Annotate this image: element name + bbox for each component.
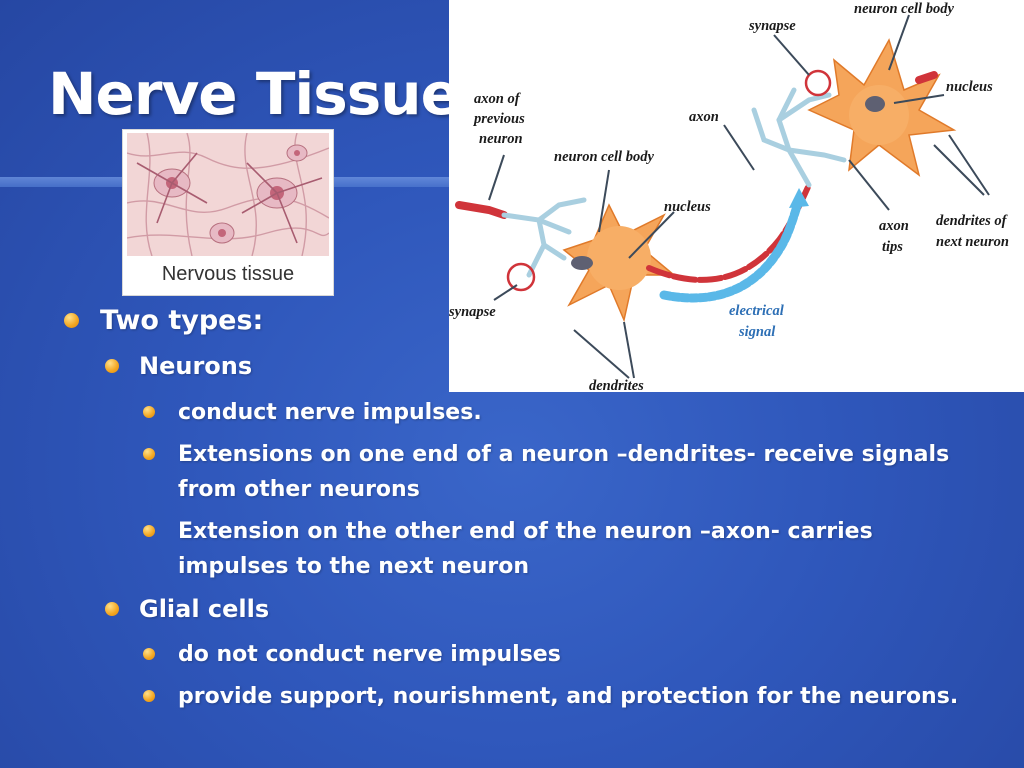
slide-title: Nerve Tissue (48, 60, 460, 128)
label-dendrites: dendrites (589, 378, 644, 392)
bullet-dot (143, 525, 155, 537)
bullet-dot (143, 690, 155, 702)
previous-axon-end (455, 201, 508, 219)
label-electrical-1: electrical (729, 303, 784, 319)
bullet-two-types: Two types: (100, 305, 264, 336)
bullet-dot (143, 406, 155, 418)
bullet-neurons: Neurons (139, 352, 253, 380)
nervous-tissue-image: Nervous tissue (123, 130, 333, 295)
previous-axon-tips (501, 197, 587, 278)
label-nucleus-mid: nucleus (664, 199, 711, 215)
label-axon-previous-3: neuron (479, 131, 523, 147)
next-axon-start (915, 71, 938, 84)
label-axon: axon (689, 109, 719, 125)
bullet-glial-point-2: provide support, nourishment, and protec… (178, 684, 959, 709)
synapse-circle-left (506, 262, 536, 292)
bullet-neuron-point-3: Extension on the other end of the neuron… (178, 519, 873, 579)
label-synapse-left: synapse (449, 304, 496, 320)
bullet-neuron-point-2: Extensions on one end of a neuron –dendr… (178, 442, 950, 502)
synapse-circle-top (804, 69, 832, 97)
bullet-dot (105, 359, 119, 373)
axon-tips (751, 87, 847, 188)
bullet-glial-cells: Glial cells (139, 595, 270, 623)
bullet-dot (64, 313, 79, 328)
bullet-dot (143, 648, 155, 660)
label-axon-previous-2: previous (472, 111, 525, 127)
label-axon-previous-1: axon of (474, 91, 522, 107)
neuron-diagram: synapse neuron cell body nucleus axon of… (449, 0, 1024, 392)
label-dendrites-next-2: next neuron (936, 234, 1009, 250)
neuron-diagram-svg: synapse neuron cell body nucleus axon of… (449, 1, 1009, 392)
right-neuron-body (807, 38, 957, 177)
electrical-signal-arrow (659, 195, 804, 303)
bullet-neuron-point-1: conduct nerve impulses. (178, 400, 482, 425)
bullet-glial-point-1: do not conduct nerve impulses (178, 642, 561, 667)
tissue-image-caption: Nervous tissue (161, 263, 295, 285)
bullet-dot (105, 602, 119, 616)
leader-lines (488, 14, 990, 379)
label-axon-tips-1: axon (879, 218, 909, 234)
label-electrical-2: signal (738, 324, 775, 340)
label-dendrites-next-1: dendrites of (936, 213, 1009, 229)
label-neuron-cell-body-top: neuron cell body (854, 1, 954, 17)
label-neuron-cell-body-mid: neuron cell body (554, 149, 654, 165)
tissue-micrograph-illustration (127, 133, 329, 256)
label-axon-tips-2: tips (882, 239, 903, 255)
signal-arrowhead (789, 188, 809, 208)
label-synapse-top: synapse (748, 18, 796, 34)
bullet-dot (143, 448, 155, 460)
label-nucleus-right: nucleus (946, 79, 993, 95)
left-neuron-body (562, 203, 677, 323)
